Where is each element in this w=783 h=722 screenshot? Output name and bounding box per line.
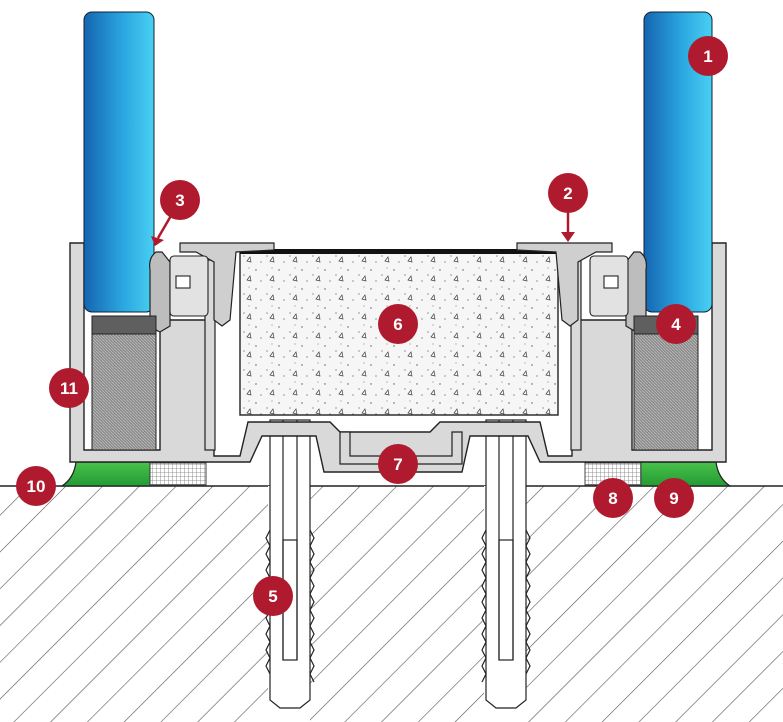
callout-3-label: 3 (175, 191, 184, 210)
callout-5: 5 (253, 576, 293, 616)
callout-6-label: 6 (393, 315, 402, 334)
callout-10-label: 10 (27, 477, 46, 496)
callout-11-label: 11 (60, 379, 78, 398)
callout-7: 7 (378, 444, 418, 484)
sealant-bead-left (60, 461, 151, 487)
callout-2: 2 (548, 173, 588, 213)
clamp-cap-left (179, 242, 275, 327)
callout-9-label: 9 (669, 489, 678, 508)
callout-4-label: 4 (671, 315, 681, 334)
callout-1-label: 1 (703, 47, 712, 66)
callout-5-label: 5 (268, 587, 277, 606)
shim-left (149, 462, 207, 486)
callout-6: 6 (378, 304, 418, 344)
clamp-cap-right (516, 242, 613, 327)
arrow-callout-3-head (151, 236, 164, 246)
ground-section (0, 486, 783, 722)
clamp-mechanism-right (589, 255, 629, 317)
side-packer-left (91, 333, 157, 451)
anchor-left (265, 419, 315, 709)
arrow-callout-2-head (561, 232, 575, 242)
glass-pane-left (83, 11, 155, 313)
callout-11: 11 (49, 368, 89, 408)
callout-9: 9 (654, 478, 694, 518)
clamp-mechanism-left (169, 255, 209, 317)
top-strip (240, 249, 558, 254)
callout-8: 8 (593, 478, 633, 518)
callout-7-label: 7 (393, 455, 402, 474)
callout-10: 10 (16, 466, 56, 506)
arrow-callout-3 (156, 213, 174, 239)
side-packer-right (633, 333, 699, 451)
callout-3: 3 (160, 180, 200, 220)
setting-block-left-top (91, 315, 157, 335)
callout-4: 4 (656, 304, 696, 344)
callout-8-label: 8 (608, 489, 617, 508)
callout-1: 1 (688, 36, 728, 76)
anchor-right (481, 419, 531, 709)
callout-2-label: 2 (563, 184, 572, 203)
